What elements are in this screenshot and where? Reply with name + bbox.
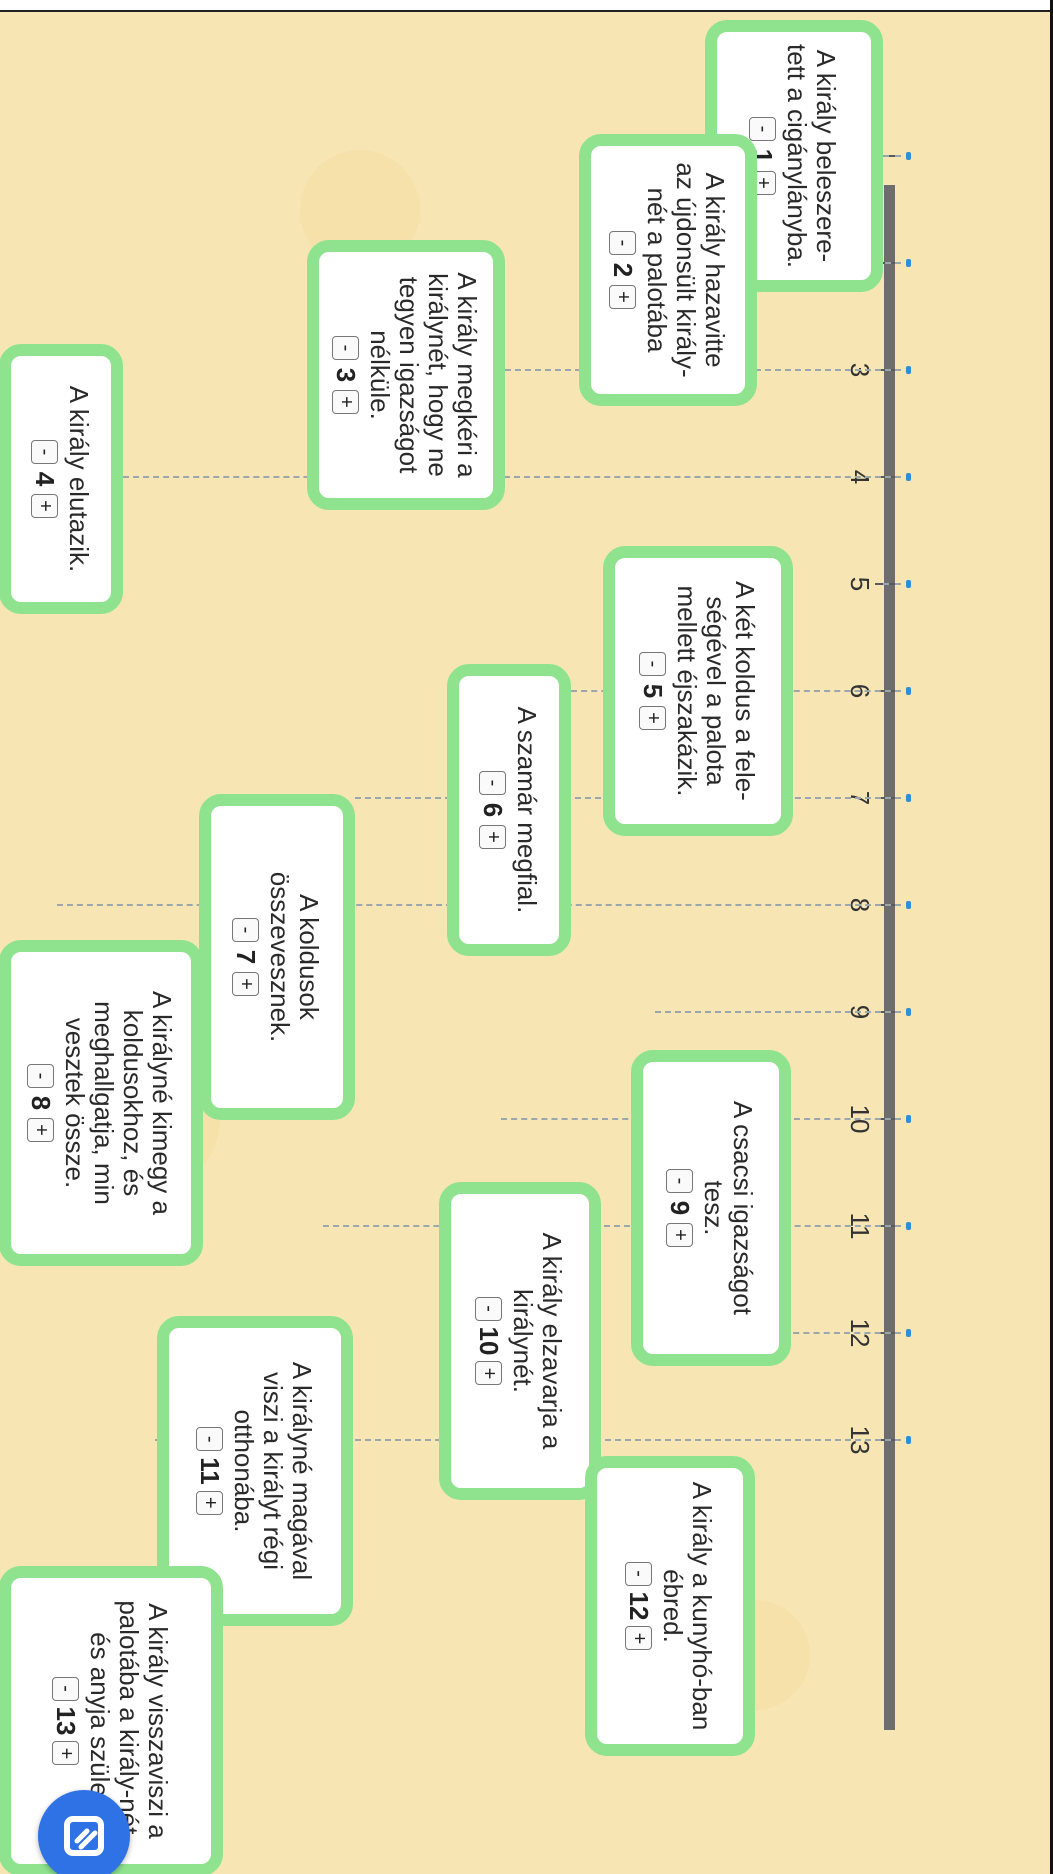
- decrement-button[interactable]: -: [479, 771, 506, 795]
- event-text: A király elutazik.: [64, 385, 94, 573]
- card-connector: [883, 583, 901, 585]
- order-number: 13: [51, 1706, 81, 1736]
- decrement-button[interactable]: -: [232, 918, 260, 942]
- event-text: A csacsi igazságot tesz.: [699, 1101, 759, 1315]
- order-stepper: - 12 +: [624, 1561, 655, 1651]
- increment-button[interactable]: +: [609, 285, 636, 309]
- decrement-button[interactable]: -: [666, 1169, 694, 1193]
- increment-button[interactable]: +: [625, 1626, 653, 1651]
- increment-button[interactable]: +: [196, 1490, 223, 1515]
- order-number: 4: [30, 471, 60, 487]
- increment-button[interactable]: +: [332, 390, 360, 414]
- event-text: A koldusok összevesznek.: [265, 871, 325, 1043]
- decrement-button[interactable]: -: [27, 1064, 55, 1088]
- event-card[interactable]: A királyné kimegy a koldusokhoz, és megh…: [0, 940, 203, 1266]
- order-number: 10: [474, 1326, 505, 1356]
- event-card[interactable]: A király elzavarja a királynét. - 10 +: [439, 1182, 601, 1500]
- order-number: 3: [331, 367, 362, 383]
- event-text: A királyné magával viszi a királyt régi …: [229, 1361, 317, 1581]
- tick-label: 5: [845, 576, 875, 592]
- increment-button[interactable]: +: [52, 1741, 79, 1766]
- event-text: A két koldus a fele-ségével a palota mel…: [672, 581, 760, 801]
- increment-button[interactable]: +: [666, 1223, 694, 1247]
- decrement-button[interactable]: -: [196, 1427, 223, 1452]
- increment-button[interactable]: +: [479, 825, 506, 849]
- top-bar: [0, 0, 1053, 12]
- decrement-button[interactable]: -: [332, 336, 360, 360]
- order-stepper: - 10 +: [474, 1296, 505, 1386]
- decrement-button[interactable]: -: [475, 1296, 503, 1321]
- event-text: A király elzavarja a királynét.: [508, 1232, 568, 1450]
- decrement-button[interactable]: -: [625, 1561, 653, 1586]
- decrement-button[interactable]: -: [609, 231, 636, 255]
- event-card[interactable]: A koldusok összevesznek. - 7 +: [199, 794, 355, 1120]
- order-number: 11: [195, 1457, 225, 1485]
- order-stepper: - 4 +: [29, 440, 60, 518]
- order-number: 5: [638, 683, 668, 699]
- decrement-button[interactable]: -: [749, 117, 777, 141]
- event-text: A szamár megfial.: [512, 706, 542, 914]
- decrement-button[interactable]: -: [52, 1676, 79, 1701]
- event-card[interactable]: A király hazavitte az újdonsült király-n…: [579, 134, 757, 406]
- order-stepper: - 13 +: [50, 1676, 81, 1766]
- order-stepper: - 8 +: [26, 1064, 57, 1142]
- timeline-axis: [884, 185, 895, 1730]
- event-card[interactable]: A szamár megfial. - 6 +: [447, 664, 571, 956]
- right-edge: [1050, 0, 1053, 1874]
- decrement-button[interactable]: -: [639, 652, 666, 676]
- order-stepper: - 7 +: [231, 918, 262, 996]
- order-stepper: - 6 +: [477, 771, 508, 849]
- order-number: 7: [231, 949, 262, 965]
- increment-button[interactable]: +: [475, 1361, 503, 1386]
- increment-button[interactable]: +: [31, 494, 58, 518]
- order-number: 6: [478, 802, 508, 818]
- event-text: A király a kunyhó-ban ébred.: [658, 1481, 718, 1731]
- app-logo-icon[interactable]: [38, 1790, 130, 1874]
- event-text: A király beleszere-tett a cigánylányba.: [782, 43, 842, 269]
- event-card[interactable]: A csacsi igazságot tesz. - 9 +: [631, 1050, 791, 1366]
- increment-button[interactable]: +: [232, 972, 260, 996]
- event-card[interactable]: A király a kunyhó-ban ébred. - 12 +: [585, 1456, 755, 1756]
- order-number: 12: [624, 1591, 655, 1621]
- increment-button[interactable]: +: [639, 706, 666, 730]
- order-stepper: - 11 +: [194, 1427, 225, 1515]
- event-text: A királyné kimegy a koldusokhoz, és megh…: [60, 991, 178, 1215]
- order-stepper: - 5 +: [637, 652, 668, 730]
- card-connector: [323, 1225, 901, 1227]
- event-text: A király hazavitte az újdonsült király-n…: [642, 162, 730, 378]
- event-card[interactable]: A király elutazik. - 4 +: [0, 344, 123, 614]
- order-number: 8: [26, 1095, 57, 1111]
- card-connector: [123, 476, 901, 478]
- event-text: A király megkéri a királynét, hogy ne te…: [365, 272, 483, 478]
- event-card[interactable]: A két koldus a fele-ségével a palota mel…: [603, 546, 793, 836]
- card-connector: [655, 1011, 901, 1013]
- decrement-button[interactable]: -: [31, 440, 58, 464]
- order-stepper: - 2 +: [607, 231, 638, 309]
- order-stepper: - 9 +: [665, 1169, 696, 1247]
- order-stepper: - 3 +: [331, 336, 362, 414]
- increment-button[interactable]: +: [27, 1118, 55, 1142]
- event-card[interactable]: A király megkéri a királynét, hogy ne te…: [307, 240, 505, 510]
- order-number: 2: [608, 262, 638, 278]
- card-connector: [883, 155, 901, 157]
- logo-glyph: [64, 1816, 104, 1856]
- order-number: 9: [665, 1200, 696, 1216]
